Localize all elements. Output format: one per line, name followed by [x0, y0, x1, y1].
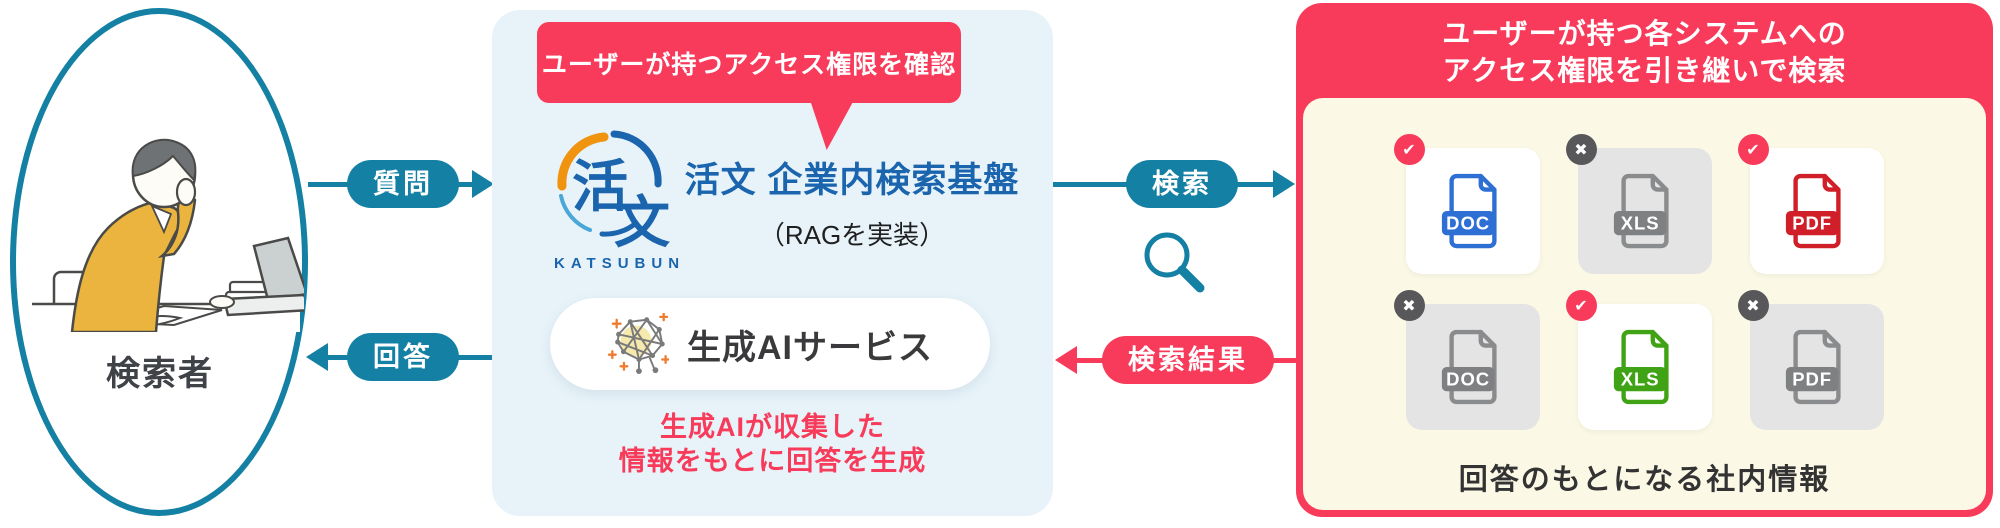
svg-text:文: 文 [614, 191, 670, 248]
platform-note-line1: 生成AIが収集した [660, 412, 885, 442]
sources-header: ユーザーが持つ各システムへの アクセス権限を引き継いで検索 [1296, 3, 1993, 90]
search-magnifier-icon [1144, 232, 1205, 293]
file-tile-xls-allowed: ✔ XLS [1565, 290, 1712, 430]
question-arrowhead-icon [472, 170, 494, 198]
platform-subtitle: （RAGを実装） [758, 220, 946, 250]
sources-box: ユーザーが持つ各システムへの アクセス権限を引き継いで検索 ✔ DOC [1296, 3, 1993, 517]
file-tile-doc-denied: ✖ DOC [1393, 290, 1540, 430]
search-result-pill: 検索結果 [1102, 336, 1274, 384]
file-tile-pdf-denied: ✖ PDF [1737, 290, 1884, 430]
svg-text:XLS: XLS [1620, 212, 1659, 233]
cross-badge-icon: ✖ [1737, 290, 1769, 321]
file-tile-pdf-allowed: ✔ PDF [1737, 134, 1884, 274]
svg-text:XLS: XLS [1620, 368, 1659, 389]
katsubun-logo: 活 文 KATSUBUN [548, 122, 698, 272]
doc-file-icon: DOC [1441, 173, 1497, 249]
gen-ai-service-pill: 生成AIサービス [550, 298, 990, 390]
cross-badge-icon: ✖ [1565, 134, 1597, 165]
sources-header-line2: アクセス権限を引き継いで検索 [1442, 54, 1847, 86]
svg-text:DOC: DOC [1446, 368, 1490, 389]
sources-body: ✔ DOC ✖ [1303, 98, 1986, 510]
file-tile-doc-allowed: ✔ DOC [1393, 134, 1540, 274]
answer-pill: 回答 [347, 333, 459, 381]
person-illustration [32, 138, 304, 332]
check-badge-icon: ✔ [1737, 134, 1769, 165]
svg-text:PDF: PDF [1792, 368, 1832, 389]
answer-arrowhead-icon [306, 343, 328, 371]
xls-file-icon: XLS [1613, 329, 1669, 405]
platform-note: 生成AIが収集した 情報をもとに回答を生成 [492, 410, 1053, 478]
sources-caption: 回答のもとになる社内情報 [1458, 464, 1831, 496]
search-result-arrowhead-icon [1055, 346, 1077, 374]
searcher-label: 検索者 [106, 355, 214, 393]
file-tile-xls-denied: ✖ XLS [1565, 134, 1712, 274]
access-check-callout: ユーザーが持つアクセス権限を確認 [537, 22, 961, 103]
katsubun-logo-mark-icon: 活 文 [557, 130, 670, 254]
check-badge-icon: ✔ [1565, 290, 1597, 321]
platform-note-line2: 情報をもとに回答を生成 [618, 446, 927, 477]
pdf-file-icon: PDF [1785, 329, 1841, 405]
callout-tail [810, 100, 854, 150]
platform-box: ユーザーが持つアクセス権限を確認 活 文 KATSUBUN 活文 企業内検索基盤… [492, 10, 1053, 516]
gen-ai-service-label: 生成AIサービス [687, 328, 933, 367]
doc-file-icon: DOC [1441, 329, 1497, 405]
search-pill: 検索 [1126, 160, 1238, 208]
platform-title: 活文 企業内検索基盤 [684, 161, 1020, 200]
check-badge-icon: ✔ [1393, 134, 1425, 165]
neural-network-icon [607, 313, 669, 375]
svg-text:PDF: PDF [1792, 212, 1832, 233]
cross-badge-icon: ✖ [1393, 290, 1425, 321]
search-arrowhead-icon [1273, 170, 1295, 198]
svg-text:活: 活 [572, 155, 628, 218]
pdf-file-icon: PDF [1785, 173, 1841, 249]
sources-header-line1: ユーザーが持つ各システムへの [1442, 18, 1847, 49]
svg-text:DOC: DOC [1446, 212, 1490, 233]
xls-file-icon: XLS [1613, 173, 1669, 249]
question-pill: 質問 [347, 160, 459, 208]
katsubun-logo-name: KATSUBUN [554, 255, 686, 272]
